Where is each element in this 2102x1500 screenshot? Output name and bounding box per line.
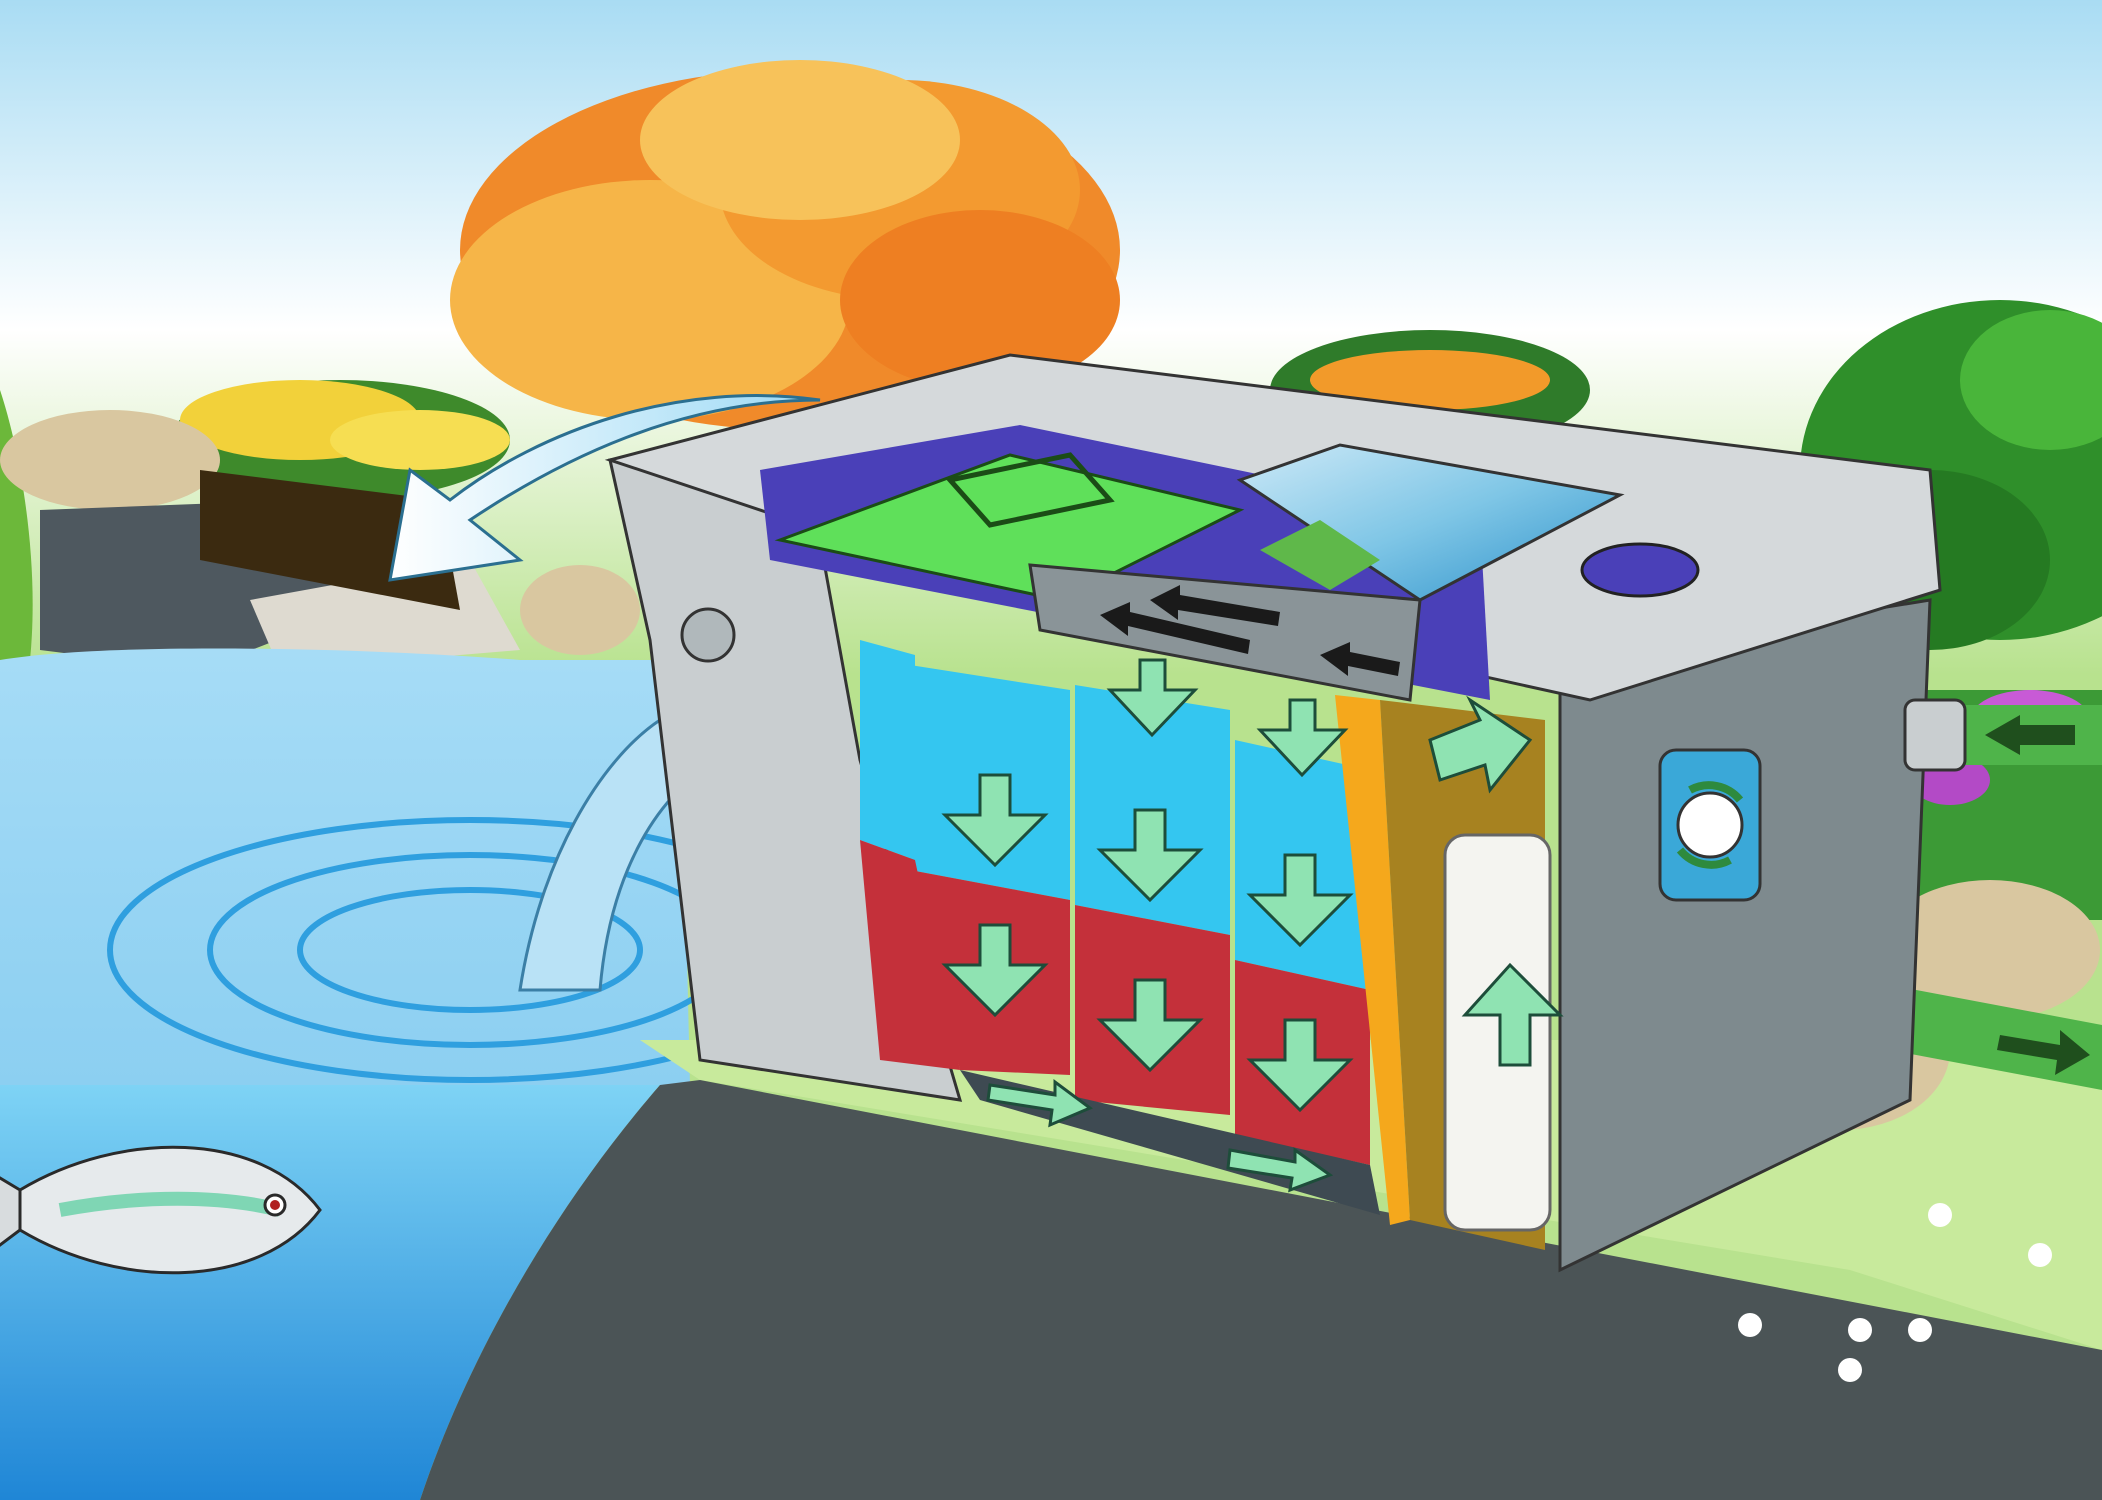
- flow-arrows: [941, 658, 1564, 1193]
- waterfall-arrow-icon: [388, 394, 821, 582]
- arrow-down-icon: [1096, 808, 1204, 903]
- uv-divider: [1335, 695, 1410, 1225]
- yellow-flower-bed: [170, 380, 510, 500]
- koi-fish-icon: [0, 1145, 322, 1275]
- ground-cut: [420, 1080, 2102, 1500]
- arrow-down-icon: [1256, 698, 1349, 778]
- inlet-pipe: [1960, 705, 2102, 765]
- lid-cap: [1580, 542, 1700, 598]
- arrow-left-icon: [1150, 585, 1280, 626]
- rotate-icon-lower: [1676, 847, 1732, 869]
- leaves-on-lid: [1260, 520, 1380, 590]
- arrow-down-icon: [941, 773, 1049, 868]
- return-channel: [1028, 563, 1422, 702]
- arrow-down-icon: [941, 923, 1049, 1018]
- pond-filter-box: [604, 353, 1967, 1273]
- arrow-up-icon: [1461, 962, 1564, 1067]
- outlet-pipe: [1890, 985, 2102, 1090]
- arrow-left-icon: [1320, 642, 1400, 676]
- arrow-right-icon: [986, 1079, 1093, 1128]
- arrow-down-icon: [1246, 853, 1354, 948]
- arrow-right-icon: [1226, 1147, 1334, 1193]
- arrow-down-icon: [1096, 978, 1204, 1073]
- arrow-down-icon: [1106, 658, 1199, 738]
- daisies: [1738, 1203, 2052, 1382]
- green-filter-tray: [774, 453, 1245, 602]
- rotor-window: [1658, 748, 1762, 902]
- uv-tube: [1443, 833, 1552, 1232]
- return-arrows: [1100, 585, 1400, 676]
- drain-plug: [680, 607, 736, 663]
- arrow-down-icon: [1246, 1018, 1354, 1113]
- arrow-left-icon: [1100, 602, 1250, 654]
- inlet-connector: [1903, 698, 1967, 772]
- arrow-right-icon: [1428, 695, 1533, 794]
- arrow-right-icon: [1997, 1030, 2090, 1075]
- tray-handle: [945, 452, 1115, 528]
- rotate-icon: [1688, 781, 1744, 803]
- autumn-tree: [450, 60, 1120, 430]
- arrow-left-icon: [1985, 715, 2075, 755]
